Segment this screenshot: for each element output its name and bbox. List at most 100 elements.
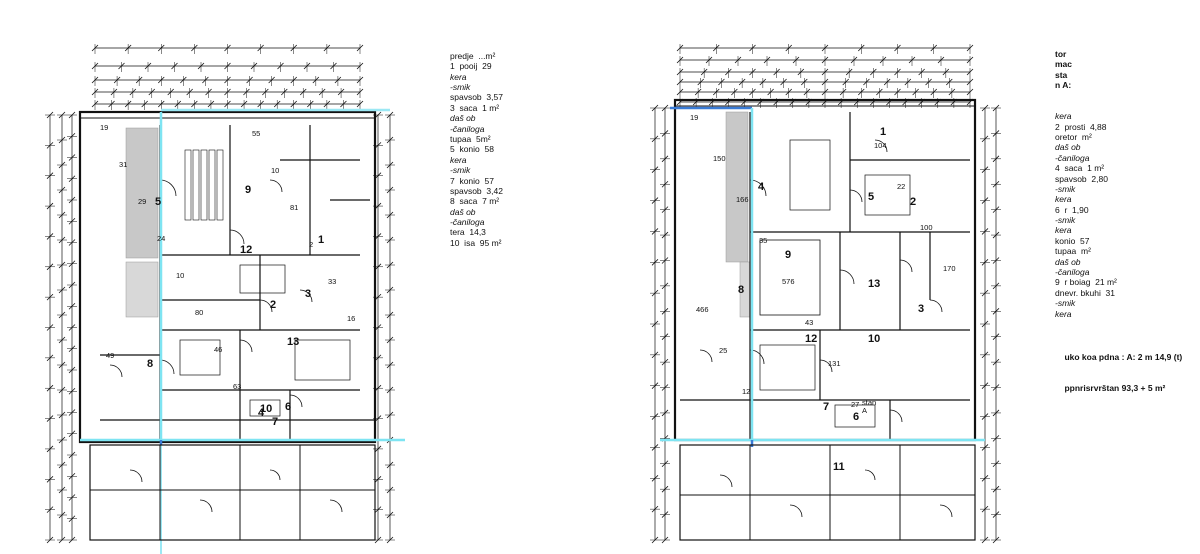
legend-right-row: 9 r boiag 21 m² xyxy=(1055,277,1117,288)
dimension-label: 33 xyxy=(328,277,336,286)
door-swing xyxy=(874,139,888,153)
room-number: 1 xyxy=(880,126,886,138)
legend-left-row: -čaniloga xyxy=(450,123,485,134)
unit-label: stan xyxy=(862,398,876,407)
door-swing xyxy=(889,409,903,423)
room-number: 4 xyxy=(758,181,765,193)
legend-left-row: 10 isa 95 m² xyxy=(450,237,502,248)
legend-right-row: -čaniloga xyxy=(1055,152,1090,163)
legend-right-row: 4 saca 1 m² xyxy=(1055,163,1105,174)
door-swing xyxy=(159,179,177,197)
room-number: 7 xyxy=(272,416,278,428)
legend-right-row: -smik xyxy=(1055,183,1076,194)
room-number: 8 xyxy=(147,358,153,370)
room-number: 2 xyxy=(270,299,276,311)
door-swing xyxy=(229,229,245,245)
legend-left-row: 1 pooij 29 xyxy=(450,61,492,72)
legend-right-header-line: sta xyxy=(1055,69,1068,80)
legend-left-row: 3 saca 1 m² xyxy=(450,102,500,113)
room-number: 10 xyxy=(260,403,272,415)
legend-right-row: -smik xyxy=(1055,298,1076,309)
dimension-label: 150 xyxy=(713,154,726,163)
dimension-label: 80 xyxy=(195,308,203,317)
dimension-label: 81 xyxy=(290,203,298,212)
door-swing xyxy=(329,499,343,513)
legend-right-row: spavsob 2,80 xyxy=(1055,173,1108,184)
legend-left-row: daš ob xyxy=(450,206,476,217)
dimension-label: 49 xyxy=(106,351,114,360)
dimension-label: 27 xyxy=(851,400,859,409)
dimension-label: 10 xyxy=(176,271,184,280)
door-swing xyxy=(199,499,213,513)
shaded-area xyxy=(725,111,749,263)
room-number: 13 xyxy=(287,336,299,348)
legend-left-row: 7 konio 57 xyxy=(450,175,494,186)
legend-right-row: daš ob xyxy=(1055,256,1081,267)
legend-right-header-line: tor xyxy=(1055,48,1067,59)
door-swing xyxy=(269,469,281,481)
dimension-label: 466 xyxy=(696,305,709,314)
legend-right-row: 6 r 1,90 xyxy=(1055,204,1089,215)
door-swing xyxy=(299,289,313,303)
furniture xyxy=(759,344,816,391)
room-number: 12 xyxy=(805,333,817,345)
dimension-label: 19 xyxy=(690,113,698,122)
dimension-label: 25 xyxy=(719,346,727,355)
door-swing xyxy=(819,359,833,373)
legend-left-row: -čaniloga xyxy=(450,217,485,228)
dimension-label: 10 xyxy=(271,166,279,175)
door-swing xyxy=(129,469,143,483)
furniture xyxy=(789,139,831,211)
door-swing xyxy=(289,394,303,408)
door-swing xyxy=(899,259,913,273)
room-number: 11 xyxy=(833,461,845,473)
dimension-label: 55 xyxy=(252,129,260,138)
legend-left-row: kera xyxy=(450,154,467,165)
room-number: 4 xyxy=(258,407,265,419)
dimension-label: 576 xyxy=(782,277,795,286)
table xyxy=(759,239,821,316)
room-number: 1 xyxy=(318,234,324,246)
furniture xyxy=(294,339,351,381)
legend-right-row: tupaa m² xyxy=(1055,246,1091,257)
total-area-label-2: ppnrisrvrštan 93,3 + 5 m² xyxy=(1064,383,1166,394)
lower-wall xyxy=(679,444,976,541)
room-number: 12 xyxy=(240,244,252,256)
dimension-label: 170 xyxy=(943,264,956,273)
room-number: 6 xyxy=(285,401,291,413)
door-swing xyxy=(719,474,733,488)
door-swing xyxy=(939,504,953,518)
counter xyxy=(216,149,224,221)
dimension-label: 43 xyxy=(805,318,813,327)
dimension-label: 131 xyxy=(828,359,841,368)
legend-right-header-line: mac xyxy=(1055,59,1073,70)
stairs xyxy=(249,399,281,417)
legend-right-row: kera xyxy=(1055,225,1072,236)
room-number: 6 xyxy=(853,411,859,423)
door-swing xyxy=(929,299,943,313)
dimension-label: 104 xyxy=(874,141,887,150)
floor-plan-left-drawing: 1234567891012131931292410804663551081233… xyxy=(45,44,405,554)
unit-label: A xyxy=(862,406,867,415)
stairs xyxy=(834,404,876,428)
legend-left-row: spavsob 3,42 xyxy=(450,185,503,196)
counter xyxy=(200,149,208,221)
legend-left-row: 8 saca 7 m² xyxy=(450,196,500,207)
door-swing xyxy=(864,469,876,481)
total-area-label: uko koa pdna : A: 2 m 14,9 (t) xyxy=(1064,352,1183,363)
legend-right-header-line: n A: xyxy=(1055,79,1072,90)
dimension-label: 35 xyxy=(759,236,767,245)
door-swing xyxy=(699,349,713,363)
dimension-label: 29 xyxy=(138,197,146,206)
counter xyxy=(208,149,216,221)
door-swing xyxy=(239,339,253,353)
room-number: 2 xyxy=(910,196,916,208)
legend-right-row: kera xyxy=(1055,308,1072,319)
legend-right-row: dnevr. bkuhi 31 xyxy=(1055,287,1116,298)
furniture xyxy=(179,339,221,376)
room-number: 3 xyxy=(305,288,311,300)
dimension-label: 12 xyxy=(742,387,750,396)
